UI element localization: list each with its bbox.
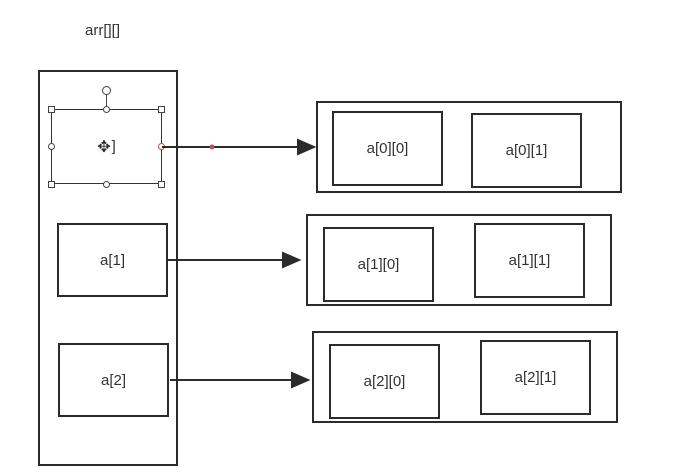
row-2-cell-1-label: a[2][1] bbox=[514, 369, 557, 386]
row-2-cell-0-label: a[2][0] bbox=[363, 373, 406, 390]
rotate-handle[interactable] bbox=[102, 86, 111, 95]
diagram-title: arr[][] bbox=[85, 22, 121, 39]
resize-handle-nw[interactable] bbox=[48, 106, 55, 113]
row-1-cell-1[interactable]: a[1][1] bbox=[474, 223, 585, 298]
row-0-cell-0-label: a[0][0] bbox=[366, 140, 409, 157]
outer-cell-1-label: a[1] bbox=[99, 251, 126, 269]
outer-cell-1[interactable]: a[1] bbox=[57, 223, 168, 297]
row-0-cell-0[interactable]: a[0][0] bbox=[332, 111, 443, 186]
row-0-cell-1-label: a[0][1] bbox=[505, 142, 548, 159]
row-1-cell-0-label: a[1][0] bbox=[357, 256, 400, 273]
resize-handle-se[interactable] bbox=[158, 181, 165, 188]
row-2-cell-0[interactable]: a[2][0] bbox=[329, 344, 440, 419]
rotate-handle-line bbox=[106, 95, 107, 109]
resize-handle-ne[interactable] bbox=[158, 106, 165, 113]
resize-handle-s[interactable] bbox=[103, 181, 110, 188]
row-2-cell-1[interactable]: a[2][1] bbox=[480, 340, 591, 415]
arrow-1-head bbox=[282, 251, 302, 269]
resize-handle-n[interactable] bbox=[103, 106, 110, 113]
row-1-cell-1-label: a[1][1] bbox=[508, 252, 551, 269]
move-icon[interactable]: ✥ bbox=[97, 138, 111, 156]
connector-dot bbox=[209, 144, 215, 150]
resize-handle-w[interactable] bbox=[48, 143, 55, 150]
row-0-cell-1[interactable]: a[0][1] bbox=[471, 113, 582, 188]
arrow-2-head bbox=[291, 371, 311, 389]
outer-cell-2-label: a[2] bbox=[100, 371, 127, 389]
resize-handle-sw[interactable] bbox=[48, 181, 55, 188]
arrow-0-head bbox=[297, 138, 317, 156]
outer-cell-2[interactable]: a[2] bbox=[58, 343, 169, 417]
outer-cell-0-label: ] bbox=[111, 138, 116, 155]
row-1-cell-0[interactable]: a[1][0] bbox=[323, 227, 434, 302]
